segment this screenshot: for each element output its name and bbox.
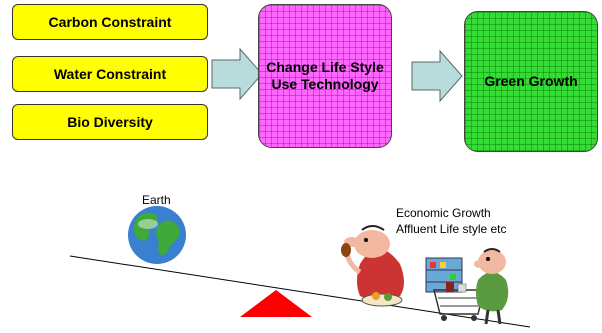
balance-beam xyxy=(69,255,531,328)
shopping-cart-icon xyxy=(425,248,509,325)
carbon-constraint-label: Carbon Constraint xyxy=(48,14,172,30)
earth-label: Earth xyxy=(142,193,171,207)
economic-growth-line: Economic Growth xyxy=(396,206,491,220)
water-constraint-box: Water Constraint xyxy=(12,56,208,92)
change-lifestyle-label: Change Life Style xyxy=(266,59,384,75)
change-lifestyle-box: Change Life Style Use Technology xyxy=(258,4,392,148)
affluent-lifestyle-line: Affluent Life style etc xyxy=(396,222,507,236)
globe-icon xyxy=(128,206,186,264)
green-growth-box: Green Growth xyxy=(464,11,598,152)
economic-growth-label: Economic Growth Affluent Life style etc xyxy=(396,205,507,237)
carbon-constraint-box: Carbon Constraint xyxy=(12,4,208,40)
use-technology-label: Use Technology xyxy=(271,76,379,92)
people-cartoon-icon xyxy=(341,225,404,307)
arrow-to-green xyxy=(411,49,463,103)
arrow-to-change xyxy=(211,47,263,101)
bio-diversity-box: Bio Diversity xyxy=(12,104,208,140)
water-constraint-label: Water Constraint xyxy=(53,66,167,82)
bio-diversity-label: Bio Diversity xyxy=(67,114,153,130)
green-growth-label: Green Growth xyxy=(484,73,578,89)
fulcrum-triangle xyxy=(240,290,312,317)
